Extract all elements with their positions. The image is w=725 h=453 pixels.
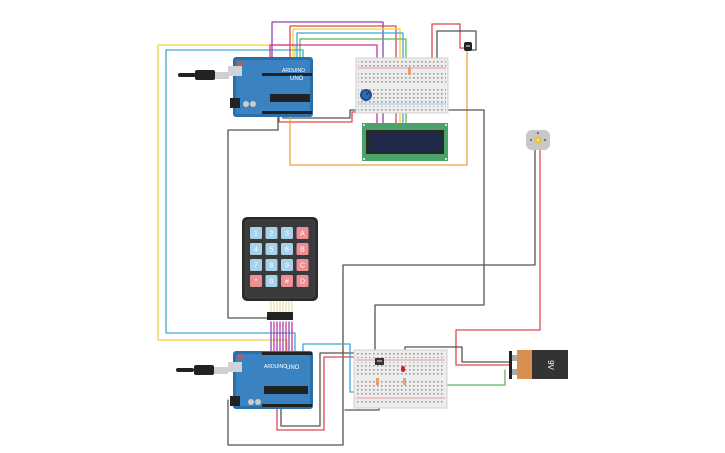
keypad-key-2[interactable]: 2 — [265, 227, 278, 239]
resistor-top[interactable] — [408, 67, 411, 75]
wire-red-bottom[interactable] — [276, 356, 358, 431]
keypad-key-6[interactable]: 6 — [281, 243, 293, 255]
usb-cable-top[interactable] — [178, 70, 229, 80]
arduino-bottom-label: UNO — [286, 365, 300, 371]
keypad-ribbon — [270, 301, 293, 312]
keypad-key-*[interactable]: * — [250, 275, 262, 287]
keypad-key-label: 7 — [254, 263, 258, 270]
usb-port — [228, 66, 242, 76]
power-jack — [230, 396, 240, 406]
resistor-bottom-1[interactable] — [376, 378, 379, 385]
lcd-16x2[interactable] — [362, 123, 448, 161]
keypad-key-label: A — [300, 231, 305, 238]
keypad-key-label: C — [300, 263, 305, 270]
keypad-key-3[interactable]: 3 — [281, 227, 293, 239]
breadboard-bottom[interactable] — [353, 349, 448, 409]
keypad-key-D[interactable]: D — [296, 275, 309, 287]
reset-button[interactable] — [237, 61, 243, 67]
microcontroller-chip — [270, 94, 310, 102]
wire-black-tmp[interactable] — [436, 30, 477, 61]
wire-black-motor[interactable] — [227, 149, 536, 446]
wires — [157, 21, 541, 446]
wire-black-ground-long[interactable] — [227, 112, 279, 319]
keypad-key-7[interactable]: 7 — [250, 259, 262, 271]
arduino-uno-bottom[interactable]: ARDUINO UNO — [228, 351, 313, 409]
keypad-key-label: 5 — [270, 247, 274, 254]
temperature-sensor[interactable] — [464, 42, 472, 51]
keypad-key-label: * — [255, 279, 258, 286]
breadboard-top[interactable] — [355, 57, 449, 114]
transistor[interactable] — [375, 358, 384, 365]
keypad-key-label: 8 — [270, 263, 274, 270]
keypad-key-#[interactable]: # — [281, 275, 293, 287]
battery-label: 9V — [546, 360, 555, 370]
reset-button[interactable] — [237, 354, 243, 360]
battery-9v[interactable]: 9V — [509, 350, 568, 379]
arduino-top-brand: ARDUINO — [282, 68, 305, 74]
led-red[interactable] — [401, 366, 405, 372]
arduino-uno-top[interactable]: ARDUINO UNO — [228, 57, 313, 117]
lcd-screen — [369, 133, 441, 151]
arduino-bottom-brand: ARDUINO — [264, 364, 287, 370]
keypad-key-label: 2 — [270, 231, 274, 238]
usb-cable-bottom[interactable] — [176, 365, 228, 375]
keypad-key-4[interactable]: 4 — [250, 243, 262, 255]
keypad-ribbon-wires — [270, 321, 293, 356]
power-jack — [230, 98, 240, 108]
wire-black-rail[interactable] — [374, 109, 485, 356]
potentiometer[interactable] — [360, 89, 372, 101]
microcontroller-chip — [264, 386, 308, 394]
resistor-bottom-2[interactable] — [403, 378, 406, 385]
keypad-key-5[interactable]: 5 — [265, 243, 278, 255]
keypad-key-C[interactable]: C — [296, 259, 309, 271]
keypad-key-label: 3 — [285, 231, 289, 238]
keypad-key-label: 9 — [285, 263, 289, 270]
dc-motor[interactable] — [526, 130, 550, 150]
keypad-key-label: 6 — [285, 247, 289, 254]
arduino-top-label: UNO — [290, 76, 304, 82]
keypad-key-label: 4 — [254, 247, 258, 254]
keypad-key-8[interactable]: 8 — [265, 259, 278, 271]
wire-orange-sensor[interactable] — [289, 44, 468, 166]
keypad-key-A[interactable]: A — [296, 227, 309, 239]
keypad-key-9[interactable]: 9 — [281, 259, 293, 271]
keypad-key-label: # — [285, 279, 289, 286]
keypad-key-label: B — [300, 247, 305, 254]
keypad-connector — [267, 312, 293, 320]
keypad-keys: 1 2 3 A 4 5 6 B 7 8 9 C * 0 # D — [250, 227, 309, 287]
wire-blue-left[interactable] — [165, 49, 304, 356]
wire-red-motor[interactable] — [455, 149, 541, 366]
keypad-key-label: 0 — [270, 279, 274, 286]
wire-red-tmp[interactable] — [431, 23, 466, 61]
keypad-key-0[interactable]: 0 — [265, 275, 278, 287]
keypad-4x4[interactable]: 1 2 3 A 4 5 6 B 7 8 9 C * 0 # D — [242, 217, 318, 320]
usb-port — [228, 362, 242, 372]
keypad-key-label: 1 — [254, 231, 258, 238]
keypad-key-label: D — [300, 279, 305, 286]
wire-black-bottom[interactable] — [280, 352, 358, 427]
wire-red-power[interactable] — [278, 111, 361, 123]
keypad-key-1[interactable]: 1 — [250, 227, 262, 239]
keypad-key-B[interactable]: B — [296, 243, 309, 255]
